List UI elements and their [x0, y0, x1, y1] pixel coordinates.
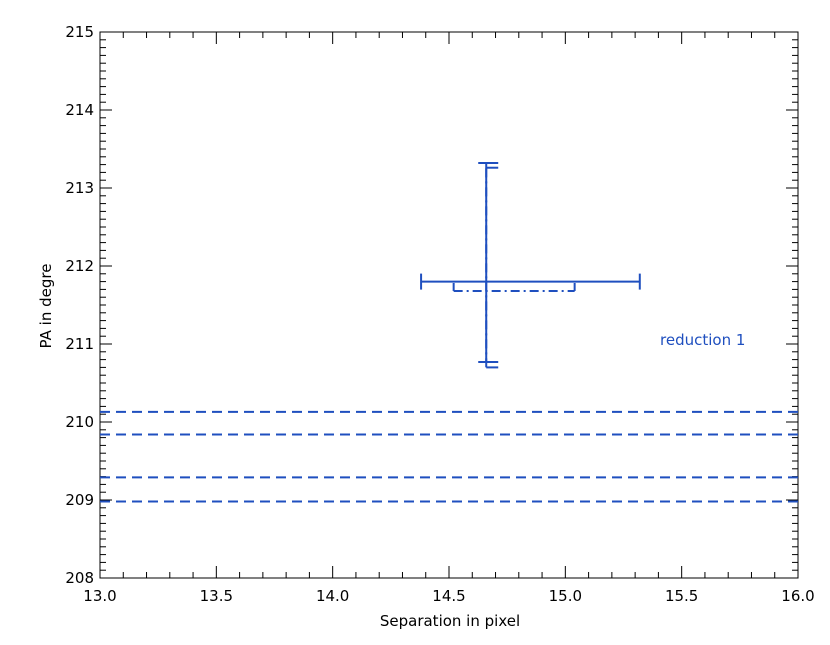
x-tick-label: 16.0 — [781, 587, 814, 605]
y-tick-label: 213 — [65, 179, 94, 197]
y-tick-label: 208 — [65, 569, 94, 587]
y-tick-label: 209 — [65, 491, 94, 509]
horizontal-lines — [100, 410, 798, 503]
x-tick-label: 13.5 — [200, 587, 233, 605]
error-bars — [420, 162, 641, 369]
y-tick-label: 214 — [65, 101, 94, 119]
y-tick-label: 212 — [65, 257, 94, 275]
y-axis-label: PA in degre — [37, 264, 55, 349]
x-tick-label: 15.0 — [549, 587, 582, 605]
axis-ticks — [99, 31, 799, 579]
x-tick-label: 14.5 — [432, 587, 465, 605]
y-tick-label: 215 — [65, 23, 94, 41]
plot-border — [99, 31, 799, 579]
y-tick-labels: 208 209 210 211 212 213 214 215 — [65, 23, 94, 587]
error-bar-solid — [420, 162, 641, 363]
x-tick-label: 14.0 — [316, 587, 349, 605]
x-tick-labels: 13.0 13.5 14.0 14.5 15.0 15.5 16.0 — [83, 587, 814, 605]
x-axis-label: Separation in pixel — [380, 612, 520, 630]
plot-frame — [99, 31, 799, 579]
annotation-label: reduction 1 — [660, 331, 745, 349]
y-tick-label: 211 — [65, 335, 94, 353]
error-bar-dashdot — [452, 166, 576, 369]
y-tick-label: 210 — [65, 413, 94, 431]
x-tick-label: 15.5 — [665, 587, 698, 605]
x-tick-label: 13.0 — [83, 587, 116, 605]
